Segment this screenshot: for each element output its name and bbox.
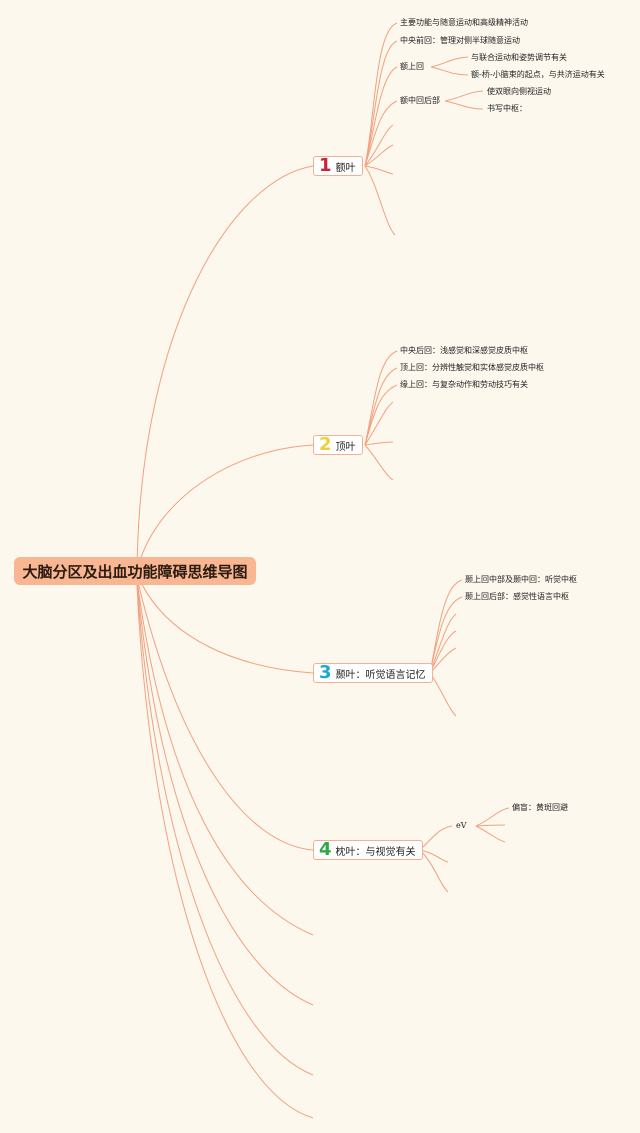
leaf-supramarginal-gyrus[interactable]: 缘上回：与复杂动作和劳动技巧有关 (400, 380, 528, 389)
connector-root-empty-2 (136, 581, 314, 1006)
topic-number-1: 1 (319, 155, 332, 176)
connector-b2-e2 (364, 441, 394, 446)
connector-b1-c3 (364, 66, 398, 167)
root-topic[interactable]: 大脑分区及出血功能障碍思维导图 (14, 557, 256, 585)
connector-b3-e2 (429, 630, 457, 674)
connector-b2-e3 (364, 444, 394, 481)
connector-root-branch-2 (136, 444, 314, 571)
connector-b1-c4-g1 (444, 90, 484, 102)
connector-b2-c1 (364, 350, 398, 446)
leaf-frontal-main-function[interactable]: 主要功能与随意运动和高级精神活动 (400, 18, 528, 27)
connector-root-branch-4 (136, 577, 314, 851)
leaf-middle-frontal-posterior[interactable]: 额中回后部 (400, 96, 440, 105)
leaf-precentral-gyrus[interactable]: 中央前回：管理对侧半球随意运动 (400, 36, 520, 45)
connector-b1-e2 (364, 144, 394, 167)
topic-label: 颞叶：听觉语言记忆 (335, 669, 426, 681)
connector-b4-e1 (419, 849, 449, 863)
connector-b1-e4 (364, 165, 396, 236)
leaf-middle-frontal-sub-2[interactable]: 书写中枢： (487, 104, 527, 113)
connector-b1-c3-g1 (430, 56, 469, 68)
connector-b2-e1 (364, 401, 394, 446)
root-title: 大脑分区及出血功能障碍思维导图 (22, 562, 248, 581)
leaf-superior-frontal-sub-1[interactable]: 与联合运动和姿势调节有关 (471, 53, 567, 62)
topic-temporal-lobe[interactable]: 3 颞叶：听觉语言记忆 (313, 663, 433, 683)
connector-b1-c4-g2 (444, 100, 484, 110)
connector-b1-e3 (364, 165, 394, 175)
topic-label: 额叶 (335, 162, 356, 174)
connector-root-empty-4 (136, 585, 314, 1119)
leaf-sensory-language-center[interactable]: 颞上回后部：感觉性语言中枢 (465, 592, 569, 601)
connector-b4-e2 (419, 849, 449, 893)
leaf-postcentral-gyrus[interactable]: 中央后回：浅感觉和深感觉皮质中枢 (400, 346, 528, 355)
connector-b1-c2 (364, 40, 398, 167)
connector-b3-e4 (429, 672, 457, 717)
connector-b2-c3 (364, 384, 398, 446)
topic-label: 枕叶：与视觉有关 (335, 846, 416, 858)
topic-number-4: 4 (319, 839, 332, 860)
connector-b1-c4 (364, 100, 398, 167)
topic-parietal-lobe[interactable]: 2 顶叶 (313, 435, 363, 455)
connector-b3-e1 (429, 613, 457, 674)
connector-b4-c1-g1 (475, 807, 510, 827)
topic-frontal-lobe[interactable]: 1 额叶 (313, 156, 363, 176)
topic-label: 顶叶 (335, 441, 356, 453)
leaf-hemianopia[interactable]: 偏盲：黄斑回避 (512, 803, 568, 812)
leaf-middle-frontal-sub-1[interactable]: 使双眼向侧视运动 (487, 87, 551, 96)
leaf-superior-parietal-gyrus[interactable]: 顶上回：分辨性触觉和实体感觉皮质中枢 (400, 363, 544, 372)
leaf-auditory-center[interactable]: 颞上回中部及颞中回：听觉中枢 (465, 575, 577, 584)
topic-number-2: 2 (319, 434, 332, 455)
leaf-superior-frontal-gyrus[interactable]: 额上回 (400, 62, 424, 71)
connector-b1-c3-g2 (430, 66, 469, 76)
connector-root-branch-1 (136, 165, 314, 571)
connector-root-empty-3 (136, 583, 314, 1076)
connector-root-branch-3 (136, 573, 314, 674)
connector-b4-c1-e1 (475, 824, 506, 827)
connector-b3-e3 (429, 647, 457, 674)
topic-number-3: 3 (319, 662, 332, 683)
connector-b4-c1 (419, 825, 453, 851)
leaf-ev[interactable]: eV (456, 821, 467, 830)
connector-b2-c2 (364, 367, 398, 446)
leaf-superior-frontal-sub-2[interactable]: 额-桥-小脑束的起点，与共济运动有关 (471, 70, 605, 79)
connector-root-empty-1 (136, 579, 314, 936)
connector-b4-c1-e2 (475, 825, 506, 843)
topic-occipital-lobe[interactable]: 4 枕叶：与视觉有关 (313, 840, 423, 860)
connector-b3-c2 (429, 596, 463, 674)
connector-b1-e1 (364, 124, 394, 167)
